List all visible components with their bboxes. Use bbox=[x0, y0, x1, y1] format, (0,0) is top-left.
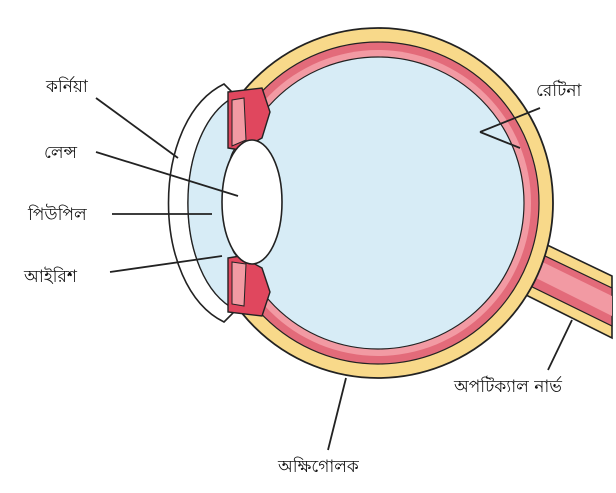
iris-upper-highlight bbox=[232, 98, 246, 146]
label-lens: লেন্স bbox=[44, 143, 78, 163]
eyeball-pointer bbox=[328, 378, 346, 450]
optic-nerve-pointer bbox=[548, 320, 572, 370]
cornea-pointer bbox=[96, 98, 178, 158]
lens-shape bbox=[222, 140, 282, 264]
label-pupil: পিউপিল bbox=[27, 204, 87, 225]
label-iris: আইরিশ bbox=[23, 266, 78, 287]
iris-lower-highlight bbox=[232, 262, 246, 306]
label-cornea: কর্নিয়া bbox=[45, 76, 89, 97]
label-optic-nerve: অপটিক্যাল নার্ভ bbox=[453, 376, 562, 397]
label-retina: রেটিনা bbox=[536, 80, 583, 101]
label-eyeball: অক্ষিগোলক bbox=[277, 456, 360, 477]
